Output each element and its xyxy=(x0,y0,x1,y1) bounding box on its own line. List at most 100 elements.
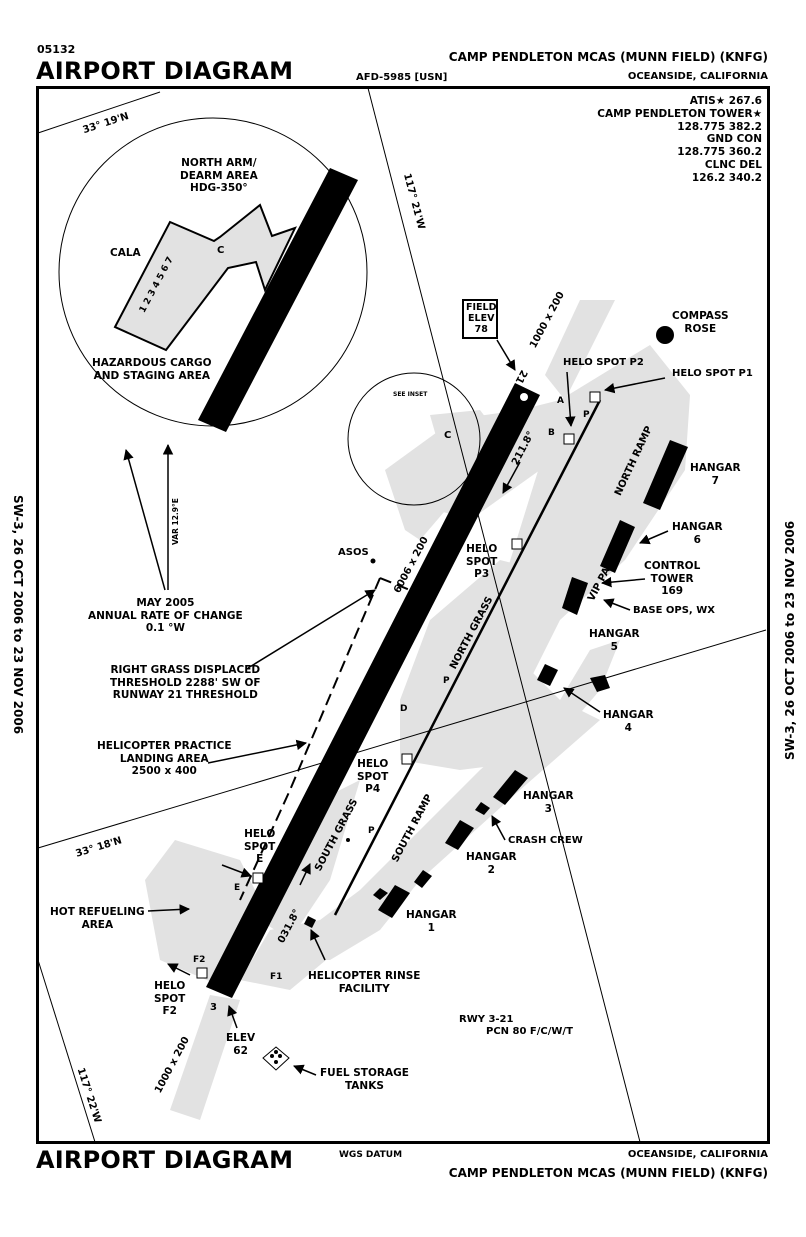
fuel-storage-label: FUEL STORAGE TANKS xyxy=(320,1067,409,1092)
clearance-label: CLNC DEL xyxy=(704,158,762,171)
grass-point xyxy=(346,838,350,842)
leader-arrows xyxy=(123,339,671,1076)
compass-rose xyxy=(656,326,674,344)
inset-taxi xyxy=(430,410,495,460)
helo-spot-f2 xyxy=(196,967,208,979)
arrow-crash-crew xyxy=(491,815,506,841)
helo-spot-p2 xyxy=(563,433,575,445)
arrow-hangar4 xyxy=(563,687,601,713)
hangar-4-label: HANGAR 4 xyxy=(603,709,654,734)
taxiway-a-label: A xyxy=(557,396,564,406)
hangar-2-label: HANGAR 2 xyxy=(466,851,517,876)
hangar-7-label: HANGAR 7 xyxy=(690,462,741,487)
taxiway-f1-label: F1 xyxy=(270,972,283,982)
hangar-7 xyxy=(643,440,688,510)
arrow-helo-p1 xyxy=(603,377,666,394)
lon-117-22-line xyxy=(37,959,96,1143)
taxiway-p-north-label: P xyxy=(583,410,590,420)
taxiway-p-south-label: P xyxy=(368,826,375,836)
taxiway-b-label: B xyxy=(548,428,555,438)
afd-reference: AFD-5985 [USN] xyxy=(356,72,448,83)
north-arm-label: NORTH ARM/ DEARM AREA HDG-350° xyxy=(180,157,258,194)
arrow-helo-p2 xyxy=(565,371,576,428)
taxiway-d-label: D xyxy=(400,704,408,714)
runway-end-3: 3 xyxy=(210,1002,217,1013)
airport-name: CAMP PENDLETON MCAS (MUNN FIELD) (KNFG) xyxy=(448,50,768,64)
see-inset-label: SEE INSET xyxy=(393,391,428,398)
south-loop xyxy=(240,890,360,990)
runway-21-marker xyxy=(520,393,528,401)
elevation-62: ELEV 62 xyxy=(226,1032,256,1057)
base-ops xyxy=(590,675,610,692)
displaced-threshold-dashed xyxy=(239,577,381,901)
arrow-helo-f2 xyxy=(167,963,191,976)
runway-designation: RWY 3-21 xyxy=(459,1014,514,1025)
hangar-3-label: HANGAR 3 xyxy=(523,790,574,815)
helo-spots xyxy=(196,391,601,979)
helicopter-practice-label: HELICOPTER PRACTICE LANDING AREA 2500 x … xyxy=(97,740,232,777)
lat-33-19-line xyxy=(37,91,161,134)
field-elev-box xyxy=(462,299,498,339)
graticule xyxy=(37,87,767,1143)
north-ramp xyxy=(470,345,690,700)
ground-frequency: 128.775 360.2 xyxy=(677,146,762,159)
field-elevation: FIELD ELEV 78 xyxy=(466,302,497,335)
arrow-field-elev xyxy=(496,339,516,371)
helo-spot-p1-label: HELO SPOT P1 xyxy=(672,368,753,379)
arrow-hdg-211 xyxy=(502,461,521,494)
arrow-hangar6 xyxy=(639,530,669,545)
tower-label: CAMP PENDLETON TOWER★ xyxy=(597,107,762,120)
taxiway-c-label: C xyxy=(444,430,452,441)
frequency-panel: ATIS★ 267.6 CAMP PENDLETON TOWER★ 128.77… xyxy=(597,95,762,185)
footer-airport-name: CAMP PENDLETON MCAS (MUNN FIELD) (KNFG) xyxy=(448,1166,768,1180)
footer-title: AIRPORT DIAGRAM xyxy=(36,1146,294,1174)
helo-spot-p3-label: HELO SPOT P3 xyxy=(466,543,498,580)
arrow-hangar7 xyxy=(658,462,671,473)
helo-spot-p3 xyxy=(511,538,523,550)
cala-label: CALA xyxy=(110,247,141,259)
arrow-hot-refuel xyxy=(147,904,191,915)
hangar-2 xyxy=(445,820,474,850)
hangar-1-label: HANGAR 1 xyxy=(406,909,457,934)
overrun-north xyxy=(545,300,615,400)
rinse-facility-label: HELICOPTER RINSE FACILITY xyxy=(308,970,421,995)
crash-crew-bldg xyxy=(475,802,490,815)
hazardous-cargo-label: HAZARDOUS CARGO AND STAGING AREA xyxy=(92,357,212,382)
helo-spot-p1 xyxy=(589,391,601,403)
control-tower-label: CONTROL TOWER 169 xyxy=(644,560,701,597)
helo-spot-e xyxy=(252,872,264,884)
footer-location: OCEANSIDE, CALIFORNIA xyxy=(627,1149,768,1160)
hangar-5 xyxy=(562,577,588,615)
hangar-4 xyxy=(537,664,558,686)
arrow-var-mag xyxy=(123,448,166,591)
rinse-facility xyxy=(304,916,316,928)
tower-frequency: 128.775 382.2 xyxy=(677,120,762,133)
magnetic-date-label: MAY 2005 ANNUAL RATE OF CHANGE 0.1 °W xyxy=(88,597,243,634)
runway-pcn: PCN 80 F/C/W/T xyxy=(486,1026,573,1037)
crash-crew-label: CRASH CREW xyxy=(508,835,583,846)
lat-33-18-line xyxy=(37,629,767,849)
arrow-displaced xyxy=(247,589,376,669)
arrow-fuel xyxy=(293,1064,317,1076)
clearance-frequency: 126.2 340.2 xyxy=(691,171,762,184)
inset-taxiway-c: C xyxy=(217,245,225,256)
arrow-hdg-031 xyxy=(299,863,311,886)
hangar-1 xyxy=(378,885,410,918)
hangar-6 xyxy=(600,520,635,573)
helo-spot-p4 xyxy=(401,753,413,765)
taxiway-e-label: E xyxy=(234,883,241,893)
inset-cala-pad xyxy=(113,203,297,352)
runway-3-21 xyxy=(206,383,540,998)
magnetic-variation: VAR 12.9°E xyxy=(171,498,180,545)
airport-location: OCEANSIDE, CALIFORNIA xyxy=(627,71,768,82)
arrow-rinse xyxy=(310,929,326,961)
taxiway-f2-label: F2 xyxy=(193,955,206,965)
datum-label: WGS DATUM xyxy=(339,1150,403,1160)
pavement xyxy=(145,300,690,1120)
compass-rose-label: COMPASS ROSE xyxy=(672,310,729,335)
inset-runway xyxy=(198,168,358,432)
arrow-tower xyxy=(600,576,646,588)
arrow-practice xyxy=(207,739,308,764)
arrow-elev-62 xyxy=(227,1005,238,1029)
